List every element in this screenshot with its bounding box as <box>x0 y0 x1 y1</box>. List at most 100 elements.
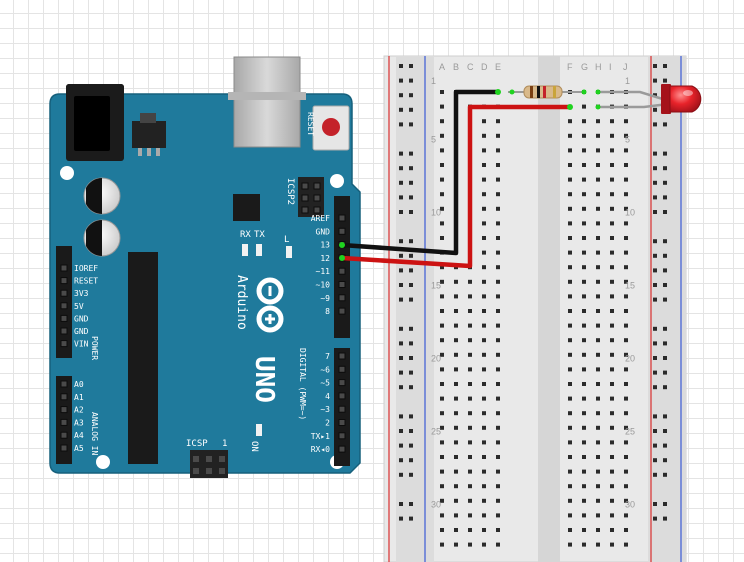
rail-hole[interactable] <box>409 239 413 244</box>
breadboard-hole[interactable] <box>482 206 486 211</box>
breadboard-hole[interactable] <box>454 528 458 532</box>
breadboard-hole[interactable] <box>582 192 586 197</box>
breadboard-hole[interactable] <box>440 309 444 313</box>
header-pin[interactable] <box>338 352 346 360</box>
header-pin[interactable] <box>60 444 68 452</box>
breadboard-hole[interactable] <box>482 425 486 430</box>
breadboard-hole[interactable] <box>568 396 572 401</box>
breadboard-hole[interactable] <box>610 440 614 445</box>
breadboard-hole[interactable] <box>610 411 614 416</box>
rail-hole[interactable] <box>409 516 413 521</box>
header-pin[interactable] <box>338 445 346 453</box>
breadboard-hole[interactable] <box>596 206 600 211</box>
breadboard-hole[interactable] <box>610 294 614 299</box>
breadboard-hole[interactable] <box>496 221 500 226</box>
header-pin[interactable] <box>301 194 309 202</box>
breadboard-hole[interactable] <box>440 148 444 153</box>
breadboard-hole[interactable] <box>624 221 628 226</box>
icsp-pin[interactable] <box>193 456 199 462</box>
breadboard-hole[interactable] <box>568 455 572 459</box>
rail-hole[interactable] <box>399 414 403 419</box>
breadboard-hole[interactable] <box>496 294 500 299</box>
breadboard-hole[interactable] <box>582 469 586 474</box>
breadboard-hole[interactable] <box>454 440 458 445</box>
rail-hole[interactable] <box>399 297 403 302</box>
header-pin[interactable] <box>301 182 309 190</box>
breadboard-hole[interactable] <box>454 484 458 489</box>
breadboard-hole[interactable] <box>482 279 486 284</box>
breadboard-hole[interactable] <box>582 177 586 182</box>
header-pin[interactable] <box>60 302 68 310</box>
rail-hole[interactable] <box>653 326 657 331</box>
breadboard-hole[interactable] <box>468 542 472 547</box>
breadboard-hole[interactable] <box>624 542 628 547</box>
rail-hole[interactable] <box>663 78 667 83</box>
rail-hole[interactable] <box>663 472 667 477</box>
breadboard-hole[interactable] <box>468 469 472 474</box>
breadboard-hole[interactable] <box>596 177 600 182</box>
rail-hole[interactable] <box>409 122 413 127</box>
rail-hole[interactable] <box>653 180 657 185</box>
breadboard-hole[interactable] <box>482 250 486 255</box>
breadboard-hole[interactable] <box>596 513 600 518</box>
breadboard-hole[interactable] <box>468 367 472 372</box>
rail-hole[interactable] <box>663 166 667 171</box>
breadboard-hole[interactable] <box>482 119 486 124</box>
breadboard-hole[interactable] <box>624 250 628 255</box>
breadboard-hole[interactable] <box>482 367 486 372</box>
breadboard-hole[interactable] <box>454 411 458 416</box>
rail-hole[interactable] <box>399 195 403 200</box>
breadboard-hole[interactable] <box>596 455 600 459</box>
breadboard-hole[interactable] <box>582 528 586 532</box>
rail-hole[interactable] <box>653 122 657 127</box>
rail-hole[interactable] <box>409 93 413 98</box>
rail-hole[interactable] <box>653 78 657 83</box>
rail-hole[interactable] <box>663 180 667 185</box>
breadboard-hole[interactable] <box>610 250 614 255</box>
breadboard-hole[interactable] <box>596 236 600 240</box>
breadboard-hole[interactable] <box>454 309 458 313</box>
breadboard-hole[interactable] <box>440 192 444 197</box>
breadboard-hole[interactable] <box>468 294 472 299</box>
rail-hole[interactable] <box>653 253 657 258</box>
rail-hole[interactable] <box>399 458 403 463</box>
breadboard-hole[interactable] <box>582 148 586 153</box>
reset-button-cap[interactable] <box>322 118 340 136</box>
breadboard-hole[interactable] <box>596 119 600 124</box>
icsp-pin[interactable] <box>219 456 225 462</box>
rail-hole[interactable] <box>409 166 413 171</box>
breadboard-hole[interactable] <box>610 163 614 167</box>
breadboard-hole[interactable] <box>496 455 500 459</box>
breadboard-hole[interactable] <box>596 148 600 153</box>
rail-hole[interactable] <box>409 195 413 200</box>
breadboard-hole[interactable] <box>596 396 600 401</box>
rail-hole[interactable] <box>663 385 667 390</box>
icsp-pin[interactable] <box>206 456 212 462</box>
breadboard-hole[interactable] <box>610 528 614 532</box>
breadboard-hole[interactable] <box>610 148 614 153</box>
breadboard-hole[interactable] <box>610 309 614 313</box>
breadboard-hole[interactable] <box>582 498 586 503</box>
breadboard-hole[interactable] <box>454 396 458 401</box>
breadboard-hole[interactable] <box>596 367 600 372</box>
header-pin[interactable] <box>313 182 321 190</box>
breadboard-hole[interactable] <box>624 265 628 270</box>
rail-hole[interactable] <box>409 210 413 214</box>
signal-wire[interactable] <box>341 104 570 269</box>
rail-hole[interactable] <box>399 341 403 346</box>
rail-hole[interactable] <box>653 239 657 244</box>
rail-hole[interactable] <box>663 253 667 258</box>
breadboard-hole[interactable] <box>596 294 600 299</box>
breadboard-hole[interactable] <box>440 338 444 343</box>
header-pin[interactable] <box>301 206 309 214</box>
breadboard-hole[interactable] <box>582 425 586 430</box>
breadboard-hole[interactable] <box>582 119 586 124</box>
breadboard-hole[interactable] <box>482 294 486 299</box>
rail-hole[interactable] <box>663 458 667 463</box>
breadboard-hole[interactable] <box>610 221 614 226</box>
breadboard-hole[interactable] <box>496 469 500 474</box>
breadboard-hole[interactable] <box>454 382 458 386</box>
rail-hole[interactable] <box>399 516 403 521</box>
breadboard-hole[interactable] <box>454 542 458 547</box>
header-pin[interactable] <box>338 214 346 222</box>
